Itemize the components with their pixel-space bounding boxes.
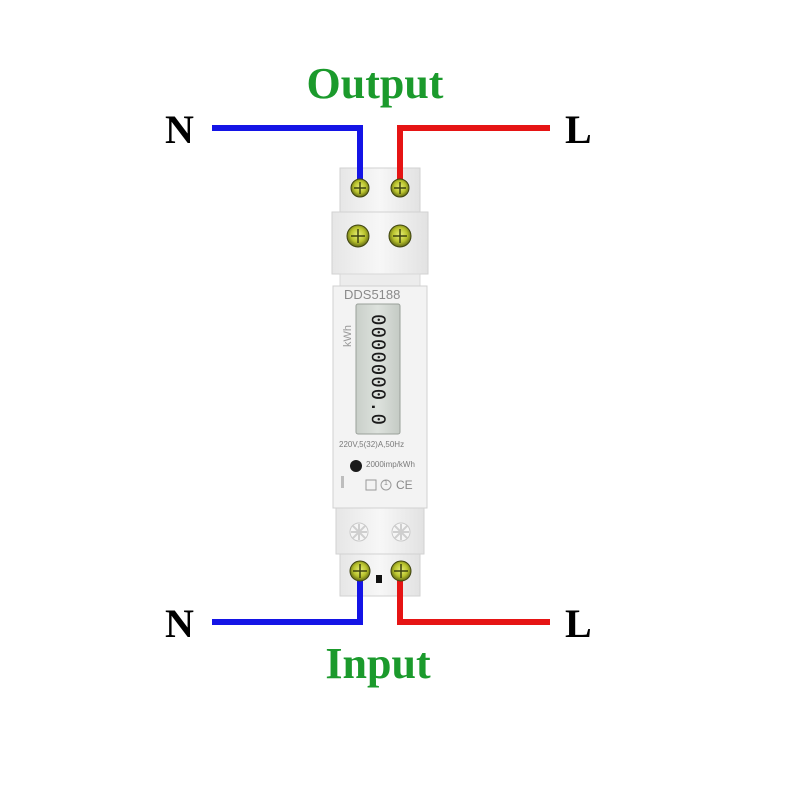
vent-left xyxy=(349,522,369,542)
neutral-output-label: N xyxy=(165,107,194,152)
neutral-input-label: N xyxy=(165,601,194,646)
wires xyxy=(212,125,550,625)
ce-mark: CE xyxy=(396,478,413,492)
screw-top-lower-l xyxy=(388,224,412,248)
lcd-window xyxy=(355,303,401,435)
screw-bottom-input-l xyxy=(390,560,412,582)
top-neck xyxy=(339,273,421,287)
live-input-label: L xyxy=(565,601,592,646)
meter-constant: 2000imp/kWh xyxy=(366,460,415,469)
input-heading: Input xyxy=(325,639,431,688)
neutral-output-wire xyxy=(212,125,363,186)
screw-top-output-l xyxy=(390,178,410,198)
meter-model: DDS5188 xyxy=(344,287,401,302)
neutral-input-wire xyxy=(212,570,363,625)
lcd-reading: 0000000.0 xyxy=(367,314,389,426)
pulse-led xyxy=(350,460,362,472)
screw-top-lower-n xyxy=(346,224,370,248)
meter-rating: 220V,5(32)A,50Hz xyxy=(339,440,405,449)
live-output-label: L xyxy=(565,107,592,152)
double-insulation-icon xyxy=(365,479,377,491)
live-input-wire xyxy=(397,570,550,625)
seal-hole xyxy=(376,575,382,583)
top-terminal-block xyxy=(331,211,429,275)
vent-right xyxy=(391,522,411,542)
screw-bottom-input-n xyxy=(349,560,371,582)
live-output-wire xyxy=(397,125,550,186)
screw-top-output-n xyxy=(350,178,370,198)
meter-class-mark: 1 xyxy=(384,480,388,487)
thermometer-icon xyxy=(341,476,344,488)
bottom-vents-block xyxy=(335,507,425,555)
class-mark-circle xyxy=(380,479,392,491)
output-heading: Output xyxy=(306,59,444,108)
screws xyxy=(346,178,412,582)
meter-unit: kWh xyxy=(342,325,354,347)
